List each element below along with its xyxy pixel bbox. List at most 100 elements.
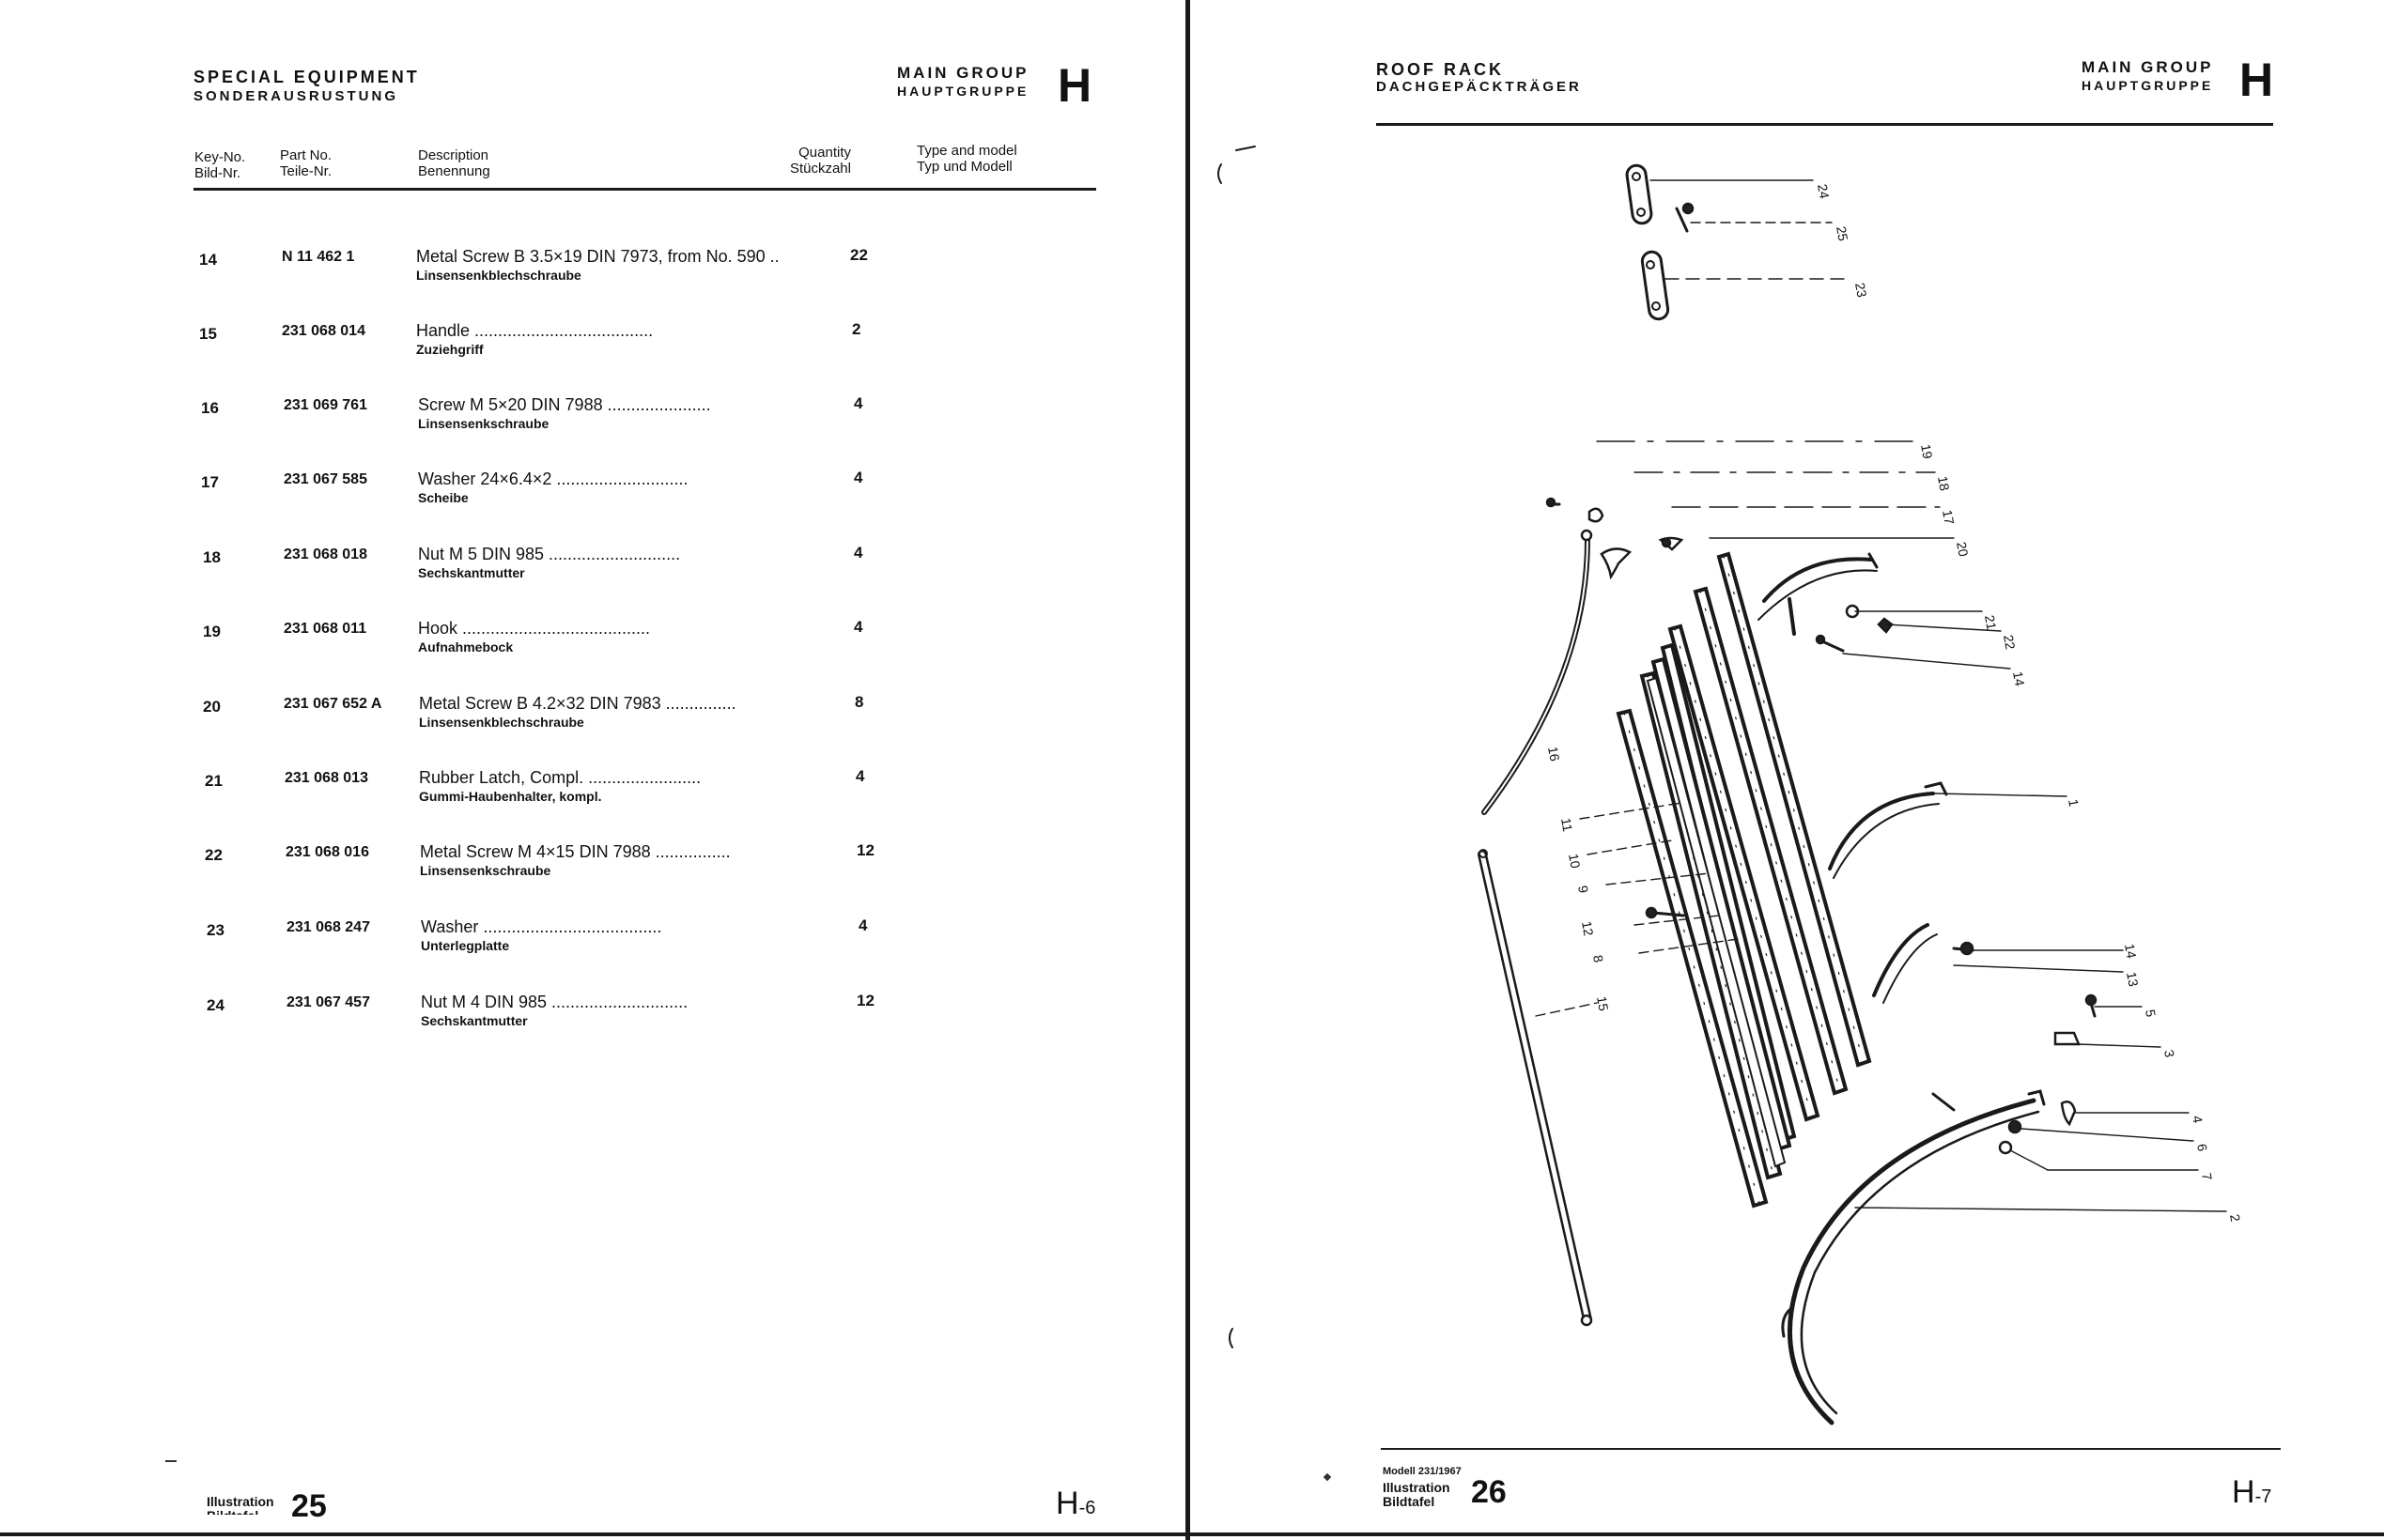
- group-letter: H: [1058, 59, 1092, 112]
- main-group-de: HAUPTGRUPPE: [897, 84, 1029, 99]
- footer-code-suffix: -7: [2254, 1486, 2272, 1507]
- col-type-en: Type and model: [917, 143, 1017, 159]
- row-description: Washer 24×6.4×2 ........................…: [418, 470, 689, 488]
- row-key: 14: [199, 251, 217, 269]
- table-row: 16 231 069 761 Screw M 5×20 DIN 7988 ...…: [0, 394, 1174, 442]
- row-part-no: 231 068 014: [282, 323, 365, 339]
- nut-plate-part: [1625, 163, 1653, 225]
- row-part-no: 231 067 585: [284, 471, 367, 487]
- row-description-de: Aufnahmebock: [418, 639, 514, 654]
- slat-part: [1646, 676, 1787, 1168]
- bottom-bow-part: [1781, 1089, 2046, 1425]
- callout-label: 19: [1918, 443, 1935, 460]
- row-part-no: N 11 462 1: [282, 249, 355, 265]
- callout-label: 24: [1815, 183, 1832, 200]
- row-key: 18: [203, 548, 221, 566]
- support-rod-part: [1478, 849, 1593, 1327]
- callout-label: 1: [2066, 798, 2082, 808]
- row-key: 21: [205, 772, 223, 790]
- row-quantity: 4: [854, 618, 863, 636]
- footer-rule: [1381, 1448, 2281, 1450]
- col-header-qty: Quantity Stückzahl: [780, 145, 851, 177]
- footer-code-suffix: -6: [1078, 1498, 1096, 1518]
- row-description-de: Unterlegplatte: [421, 938, 510, 953]
- row-part-no: 231 068 018: [284, 547, 367, 562]
- row-quantity: 22: [850, 246, 868, 264]
- footer-illustration-en: Illustration: [207, 1494, 274, 1509]
- header-rule: [194, 188, 1096, 191]
- margin-mark: [165, 1460, 177, 1462]
- callout-label: 14: [2010, 670, 2027, 687]
- header-rule: [1376, 123, 2273, 126]
- row-description-de: Zuziehgriff: [416, 342, 484, 357]
- slat-part: [1693, 586, 1849, 1096]
- callout-label: 5: [2143, 1009, 2159, 1019]
- roof-rack-diagram: 24 25 23 19 18 17 20 21 22 14 16 11 10 9…: [1217, 146, 2243, 1425]
- table-row: 23 231 068 247 Washer ..................…: [0, 916, 1174, 964]
- main-group-en: MAIN GROUP: [897, 64, 1029, 82]
- row-key: 22: [205, 846, 223, 864]
- col-header-type: Type and model Typ und Modell: [917, 143, 1017, 175]
- footer-page-code: H-7: [2232, 1474, 2271, 1511]
- callout-label: 25: [1834, 225, 1850, 242]
- footer-illustration-number: 25: [291, 1488, 327, 1524]
- row-key: 17: [201, 473, 219, 491]
- row-description: Washer .................................…: [421, 917, 662, 936]
- table-row: 18 231 068 018 Nut M 5 DIN 985 .........…: [0, 544, 1174, 592]
- row-description: Metal Screw B 4.2×32 DIN 7983 ..........…: [419, 694, 736, 713]
- section-title-de: SONDERAUSRUSTUNG: [194, 88, 399, 104]
- row-description: Nut M 4 DIN 985 ........................…: [421, 993, 689, 1011]
- row-description-de: Linsensenkschraube: [420, 863, 551, 878]
- row-key: 23: [207, 921, 224, 939]
- col-qty-en: Quantity: [798, 145, 851, 161]
- slat-part: [1716, 551, 1872, 1068]
- slat-part: [1667, 624, 1820, 1122]
- callout-label: 15: [1594, 995, 1611, 1012]
- footer-illustration-label: Illustration Bildtafel: [1383, 1481, 1450, 1509]
- callout-label: 6: [2194, 1143, 2210, 1153]
- col-header-key: Key-No. Bild-Nr.: [194, 149, 245, 181]
- row-part-no: 231 067 652 A: [284, 696, 382, 712]
- callout-label: 7: [2199, 1172, 2215, 1182]
- col-part-de: Teile-Nr.: [280, 163, 333, 179]
- screw-part: [1675, 202, 1695, 233]
- row-quantity: 4: [854, 544, 863, 562]
- callout-label: 21: [1982, 614, 1999, 631]
- row-quantity: 4: [856, 767, 865, 785]
- callout-label: 9: [1575, 885, 1591, 895]
- footer-code-letter: H: [1056, 1486, 1079, 1521]
- page-divider: [1185, 0, 1190, 1540]
- row-key: 16: [201, 399, 219, 417]
- row-description: Metal Screw B 3.5×19 DIN 7973, from No. …: [416, 247, 780, 266]
- row-description-de: Linsensenkblechschraube: [416, 268, 581, 283]
- row-quantity: 4: [854, 394, 863, 412]
- col-desc-de: Benennung: [418, 163, 490, 179]
- footer-illustration-en: Illustration: [1383, 1480, 1450, 1495]
- bottom-edge: [0, 1532, 2384, 1536]
- col-qty-de: Stückzahl: [789, 161, 851, 177]
- curved-bracket-part: [1828, 781, 1948, 879]
- callout-label: 12: [1579, 920, 1596, 937]
- row-key: 19: [203, 623, 221, 640]
- row-quantity: 4: [859, 916, 868, 934]
- col-header-desc: Description Benennung: [418, 147, 490, 179]
- row-key: 15: [199, 325, 217, 343]
- row-description-de: Linsensenkschraube: [418, 416, 550, 431]
- col-type-de: Typ und Modell: [917, 159, 1013, 175]
- row-key: 20: [203, 698, 221, 716]
- callout-label: 14: [2122, 943, 2139, 960]
- section-title-en: ROOF RACK: [1376, 60, 1504, 79]
- row-quantity: 12: [857, 841, 875, 859]
- footer-illustration-de: Bildtafel: [207, 1509, 274, 1515]
- table-row: 24 231 067 457 Nut M 4 DIN 985 .........…: [0, 992, 1174, 1040]
- col-header-part: Part No. Teile-Nr.: [280, 147, 332, 179]
- row-quantity: 8: [855, 693, 864, 711]
- section-title-de: DACHGEPÄCKTRÄGER: [1376, 79, 1582, 95]
- row-description: Nut M 5 DIN 985 ........................…: [418, 545, 681, 563]
- row-description-de: Scheibe: [418, 490, 469, 505]
- slat-part: [1616, 708, 1769, 1209]
- row-key: 24: [207, 996, 224, 1014]
- footer-code-letter: H: [2232, 1474, 2255, 1510]
- row-description-de: Sechskantmutter: [421, 1013, 528, 1028]
- main-group-de: HAUPTGRUPPE: [2082, 78, 2214, 93]
